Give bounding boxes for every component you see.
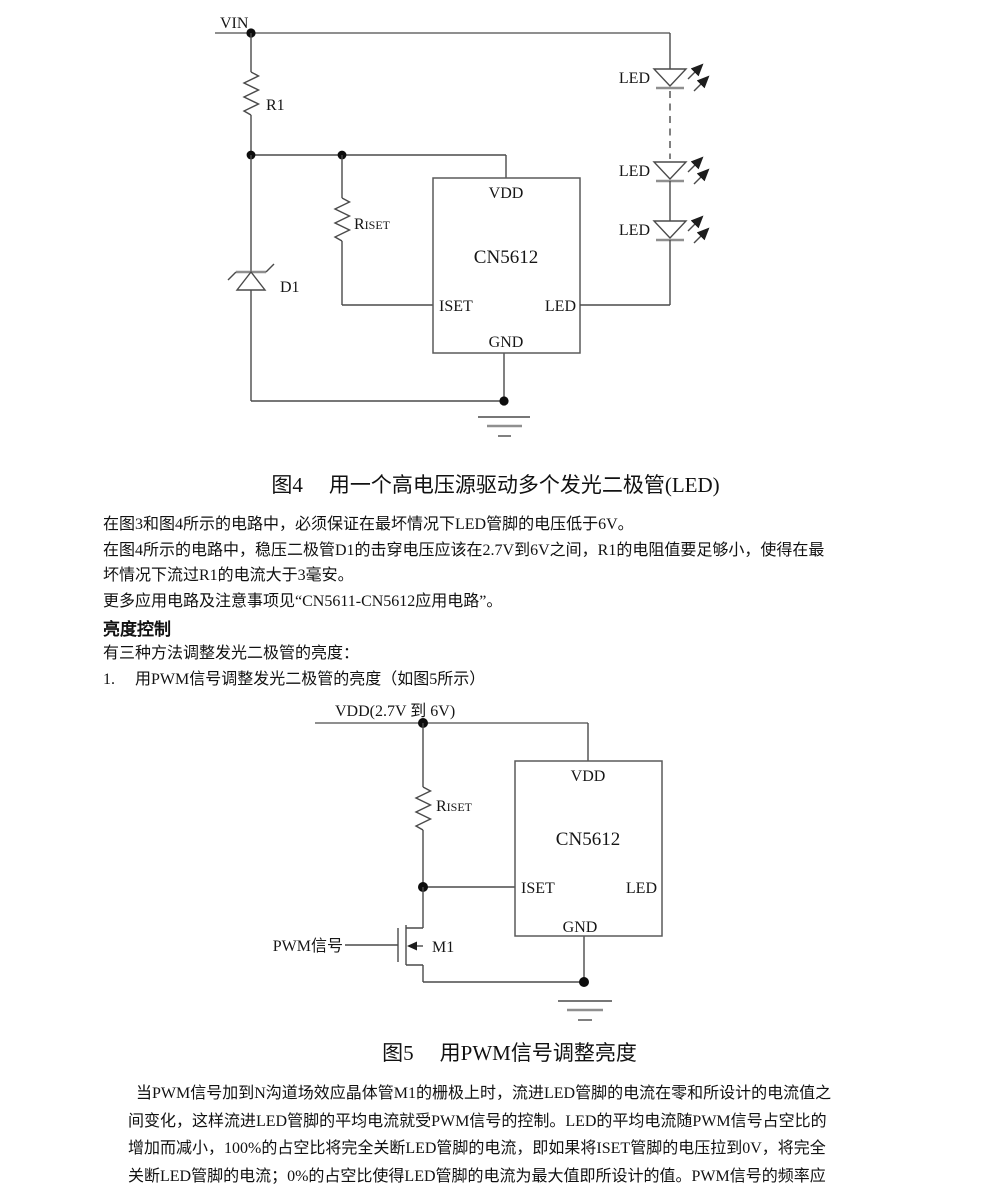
ground-wire-fig4 [251,353,509,406]
led2-light-arrow [687,156,704,173]
paragraph-line: 坏情况下流过R1的电流大于3毫安。 [103,567,354,584]
pin-gnd-fig5: GND [563,919,598,936]
paragraph-line: 在图3和图4所示的电路中，必须保证在最坏情况下LED管脚的电压低于6V。 [103,516,634,533]
pin-vdd-fig5: VDD [571,768,606,785]
paragraph-line: 在图4所示的电路中，稳压二极管D1的击穿电压应该在2.7V到6V之间，R1的电阻… [103,541,825,559]
led1-label: LED [619,70,650,87]
figure4-circuit-diagram: VIN R1 RISET D1 [215,15,710,437]
list-item-text: 用PWM信号调整发光二极管的亮度（如图5所示） [135,671,486,688]
paragraph-line: 增加而减小，100%的占空比将完全关断LED管脚的电流，即如果将ISET管脚的电… [128,1140,826,1158]
mosfet-m1: PWM信号 M1 [273,887,454,982]
ground-symbol-fig4 [478,416,530,437]
mosfet-body-arrow [407,941,417,951]
figure4-caption-title: 用一个高电压源驱动多个发光二极管(LED) [328,473,720,497]
led3-triangle [652,220,688,240]
resistor-riset-fig5: RISET [414,723,473,887]
vdd-rail-fig5: VDD(2.7V 到 6V) [315,702,589,761]
led3-label: LED [619,222,650,239]
pin-gnd-fig4: GND [489,334,524,351]
vin-label: VIN [220,15,249,32]
cn5612-chip-fig5: VDD CN5612 ISET LED GND [514,760,663,937]
led1-triangle [652,68,688,88]
ground-symbol-fig5 [558,1000,612,1021]
riset-label-fig5: RISET [436,798,473,815]
paragraph-line: 当PWM信号加到N沟道场效应晶体管M1的栅极上时，流进LED管脚的电流在零和所设… [136,1085,832,1102]
ground-wire-fig5 [423,936,589,987]
brightness-item-1: 1. 用PWM信号调整发光二极管的亮度（如图5所示） [103,667,485,693]
pin-vdd-fig4: VDD [489,185,524,202]
pin-iset-fig4: ISET [439,298,473,315]
resistor-r1: R1 [242,33,285,155]
chip-name-fig4: CN5612 [474,247,538,268]
zener-triangle [235,270,267,291]
pin-led-fig4: LED [545,298,576,315]
vdd-rail-label: VDD(2.7V 到 6V) [335,702,455,720]
d1-label: D1 [280,279,300,296]
figure5-caption-number: 图5 [382,1041,414,1065]
figure4-caption-number: 图4 [271,473,303,497]
figure5-circuit-diagram: VDD(2.7V 到 6V) RISET PWM信号 M1 [273,702,663,1021]
led2-triangle [652,161,688,181]
chip-name-fig5: CN5612 [556,829,620,850]
paragraph-line: 间变化，这样流进LED管脚的平均电流就受PWM信号的控制。LED的平均电流随PW… [128,1112,827,1130]
vin-rail: VIN [215,15,670,38]
resistor-riset-fig4: RISET [333,155,433,306]
iset-wire-fig5 [418,882,515,892]
paragraph-line: 更多应用电路及注意事项见“CN5611-CN5612应用电路”。 [103,592,503,610]
figure5-caption-title: 用PWM信号调整亮度 [439,1041,637,1065]
paragraph-pwm-description: 当PWM信号加到N沟道场效应晶体管M1的栅极上时，流进LED管脚的电流在零和所设… [128,1080,831,1191]
led1-light-arrow [687,63,704,80]
paragraph-line: 关断LED管脚的电流；0%的占空比使得LED管脚的电流为最大值即所设计的值。PW… [128,1168,826,1186]
vdd-feed-wire [246,150,507,178]
m1-label: M1 [432,939,454,956]
led3-light-arrow [687,215,704,232]
led-string: LED LED LED [580,33,710,306]
brightness-control-heading: 亮度控制 [103,620,171,639]
riset-label-fig4: RISET [354,216,391,233]
pin-led-fig5: LED [626,880,657,897]
brightness-intro: 有三种方法调整发光二极管的亮度： [103,645,360,662]
figure4-caption: 图4 用一个高电压源驱动多个发光二极管(LED) [0,470,991,500]
figure5-caption: 图5 用PWM信号调整亮度 [14,1038,991,1068]
list-item-number: 1. [103,671,115,688]
pin-iset-fig5: ISET [521,880,555,897]
r1-label: R1 [266,97,285,114]
led2-label: LED [619,163,650,180]
paragraph-figure4-notes: 在图3和图4所示的电路中，必须保证在最坏情况下LED管脚的电压低于6V。 在图4… [103,512,824,614]
zener-diode-d1: D1 [227,155,300,401]
pwm-signal-label: PWM信号 [273,937,343,955]
cn5612-chip-fig4: VDD CN5612 ISET LED GND [432,177,581,354]
